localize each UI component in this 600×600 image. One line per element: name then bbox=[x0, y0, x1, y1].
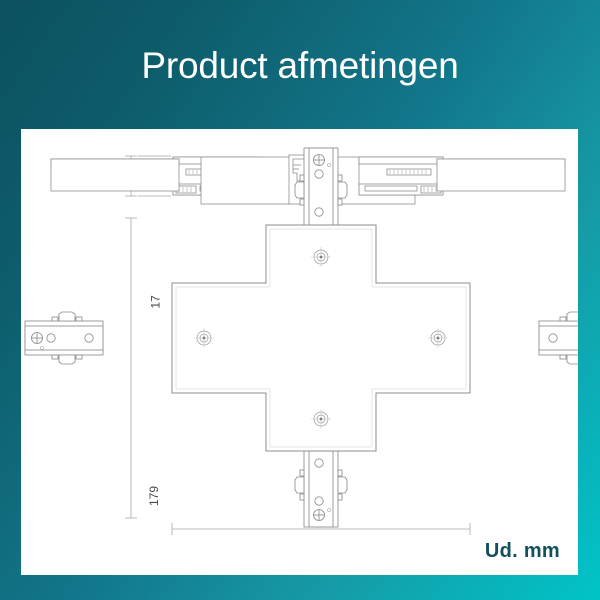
arm-right bbox=[538, 311, 578, 365]
arm-bottom bbox=[294, 448, 348, 528]
arm-top bbox=[294, 147, 348, 227]
mounting-mark-left bbox=[194, 328, 214, 348]
dimension-label-179-vertical: 179 bbox=[147, 483, 162, 509]
arm-left bbox=[24, 311, 104, 365]
unit-label: Ud. mm bbox=[484, 540, 560, 562]
drawing-card: 17 179 179 Ud. mm bbox=[21, 129, 578, 575]
dimension-lines bbox=[125, 155, 471, 535]
page-title: Product afmetingen bbox=[141, 45, 459, 86]
track-connector-side-view bbox=[50, 152, 566, 205]
mounting-mark-right bbox=[428, 328, 448, 348]
cross-body-inner bbox=[175, 228, 467, 448]
x-connector-top-view bbox=[24, 147, 578, 528]
dimension-label-17: 17 bbox=[148, 293, 163, 311]
mounting-marks bbox=[194, 247, 448, 429]
technical-drawing bbox=[24, 147, 578, 535]
cross-body bbox=[171, 224, 471, 452]
mounting-mark-top bbox=[311, 247, 331, 267]
mounting-mark-bottom bbox=[311, 409, 331, 429]
